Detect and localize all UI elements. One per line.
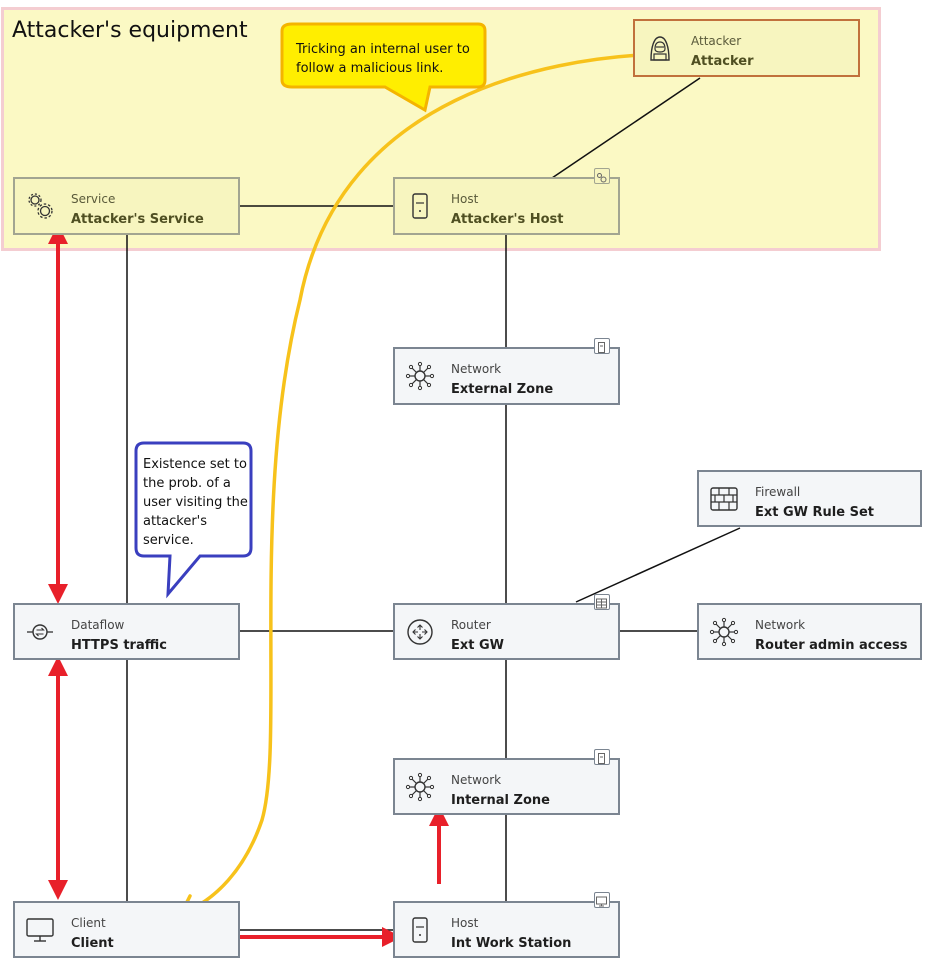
node-router[interactable]: Router Ext GW	[393, 603, 620, 660]
node-workstation[interactable]: Host Int Work Station	[393, 901, 620, 958]
node-type: Service	[71, 192, 116, 206]
node-name: Attacker's Host	[451, 212, 564, 227]
blue-callout-shape	[134, 441, 253, 599]
node-client[interactable]: Client Client	[13, 901, 240, 958]
node-name: Attacker	[691, 54, 754, 69]
node-name: Ext GW	[451, 638, 505, 653]
node-name: Internal Zone	[451, 793, 550, 808]
node-type: Client	[71, 916, 106, 930]
node-type: Router	[451, 618, 491, 632]
node-type: Network	[451, 362, 502, 376]
network-hub-icon	[709, 617, 739, 647]
node-name: Attacker's Service	[71, 212, 204, 227]
dataflow-icon	[27, 624, 53, 640]
node-attacker-service[interactable]: Service Attacker's Service	[13, 177, 240, 235]
yellow-callout-text: Tricking an internal user to follow a ma…	[296, 42, 470, 76]
node-type: Host	[451, 192, 479, 206]
node-name: HTTPS traffic	[71, 638, 167, 653]
router-icon	[407, 619, 433, 645]
client-badge-icon[interactable]	[594, 892, 610, 908]
node-attacker[interactable]: Attacker Attacker	[633, 19, 860, 77]
host-badge-icon[interactable]	[594, 749, 610, 765]
node-firewall[interactable]: Firewall Ext GW Rule Set	[697, 470, 922, 527]
yellow-callout-shape	[280, 22, 487, 113]
node-name: Router admin access	[755, 638, 908, 653]
node-external-zone[interactable]: Network External Zone	[393, 347, 620, 405]
node-type: Host	[451, 916, 479, 930]
brick-wall-icon	[710, 487, 738, 511]
firewall-badge-icon[interactable]	[594, 594, 610, 610]
node-attacker-host[interactable]: Host Attacker's Host	[393, 177, 620, 235]
monitor-icon	[26, 918, 54, 942]
node-dataflow[interactable]: Dataflow HTTPS traffic	[13, 603, 240, 660]
hooded-attacker-icon	[650, 36, 670, 61]
host-badge-icon[interactable]	[594, 338, 610, 354]
node-name: Int Work Station	[451, 936, 572, 951]
node-type: Attacker	[691, 34, 742, 48]
network-hub-icon	[405, 361, 435, 391]
node-name: Ext GW Rule Set	[755, 505, 874, 520]
node-name: Client	[71, 936, 114, 951]
node-type: Network	[755, 618, 806, 632]
phishing-path-arrow	[181, 53, 642, 915]
node-name: External Zone	[451, 382, 554, 397]
group-title: Attacker's equipment	[12, 18, 248, 43]
edge-attacker-host	[551, 77, 701, 179]
node-type: Firewall	[755, 485, 801, 499]
node-type: Dataflow	[71, 618, 125, 632]
node-internal-zone[interactable]: Network Internal Zone	[393, 758, 620, 815]
blue-callout-text: Existence set to the prob. of a user vis…	[143, 457, 248, 548]
gears-icon	[28, 193, 53, 219]
service-badge-icon[interactable]	[594, 168, 610, 184]
edge-firewall-router	[575, 527, 741, 603]
server-icon	[412, 193, 428, 219]
network-hub-icon	[405, 772, 435, 802]
server-icon	[412, 917, 428, 943]
node-type: Network	[451, 773, 502, 787]
node-router-admin[interactable]: Network Router admin access	[697, 603, 922, 660]
